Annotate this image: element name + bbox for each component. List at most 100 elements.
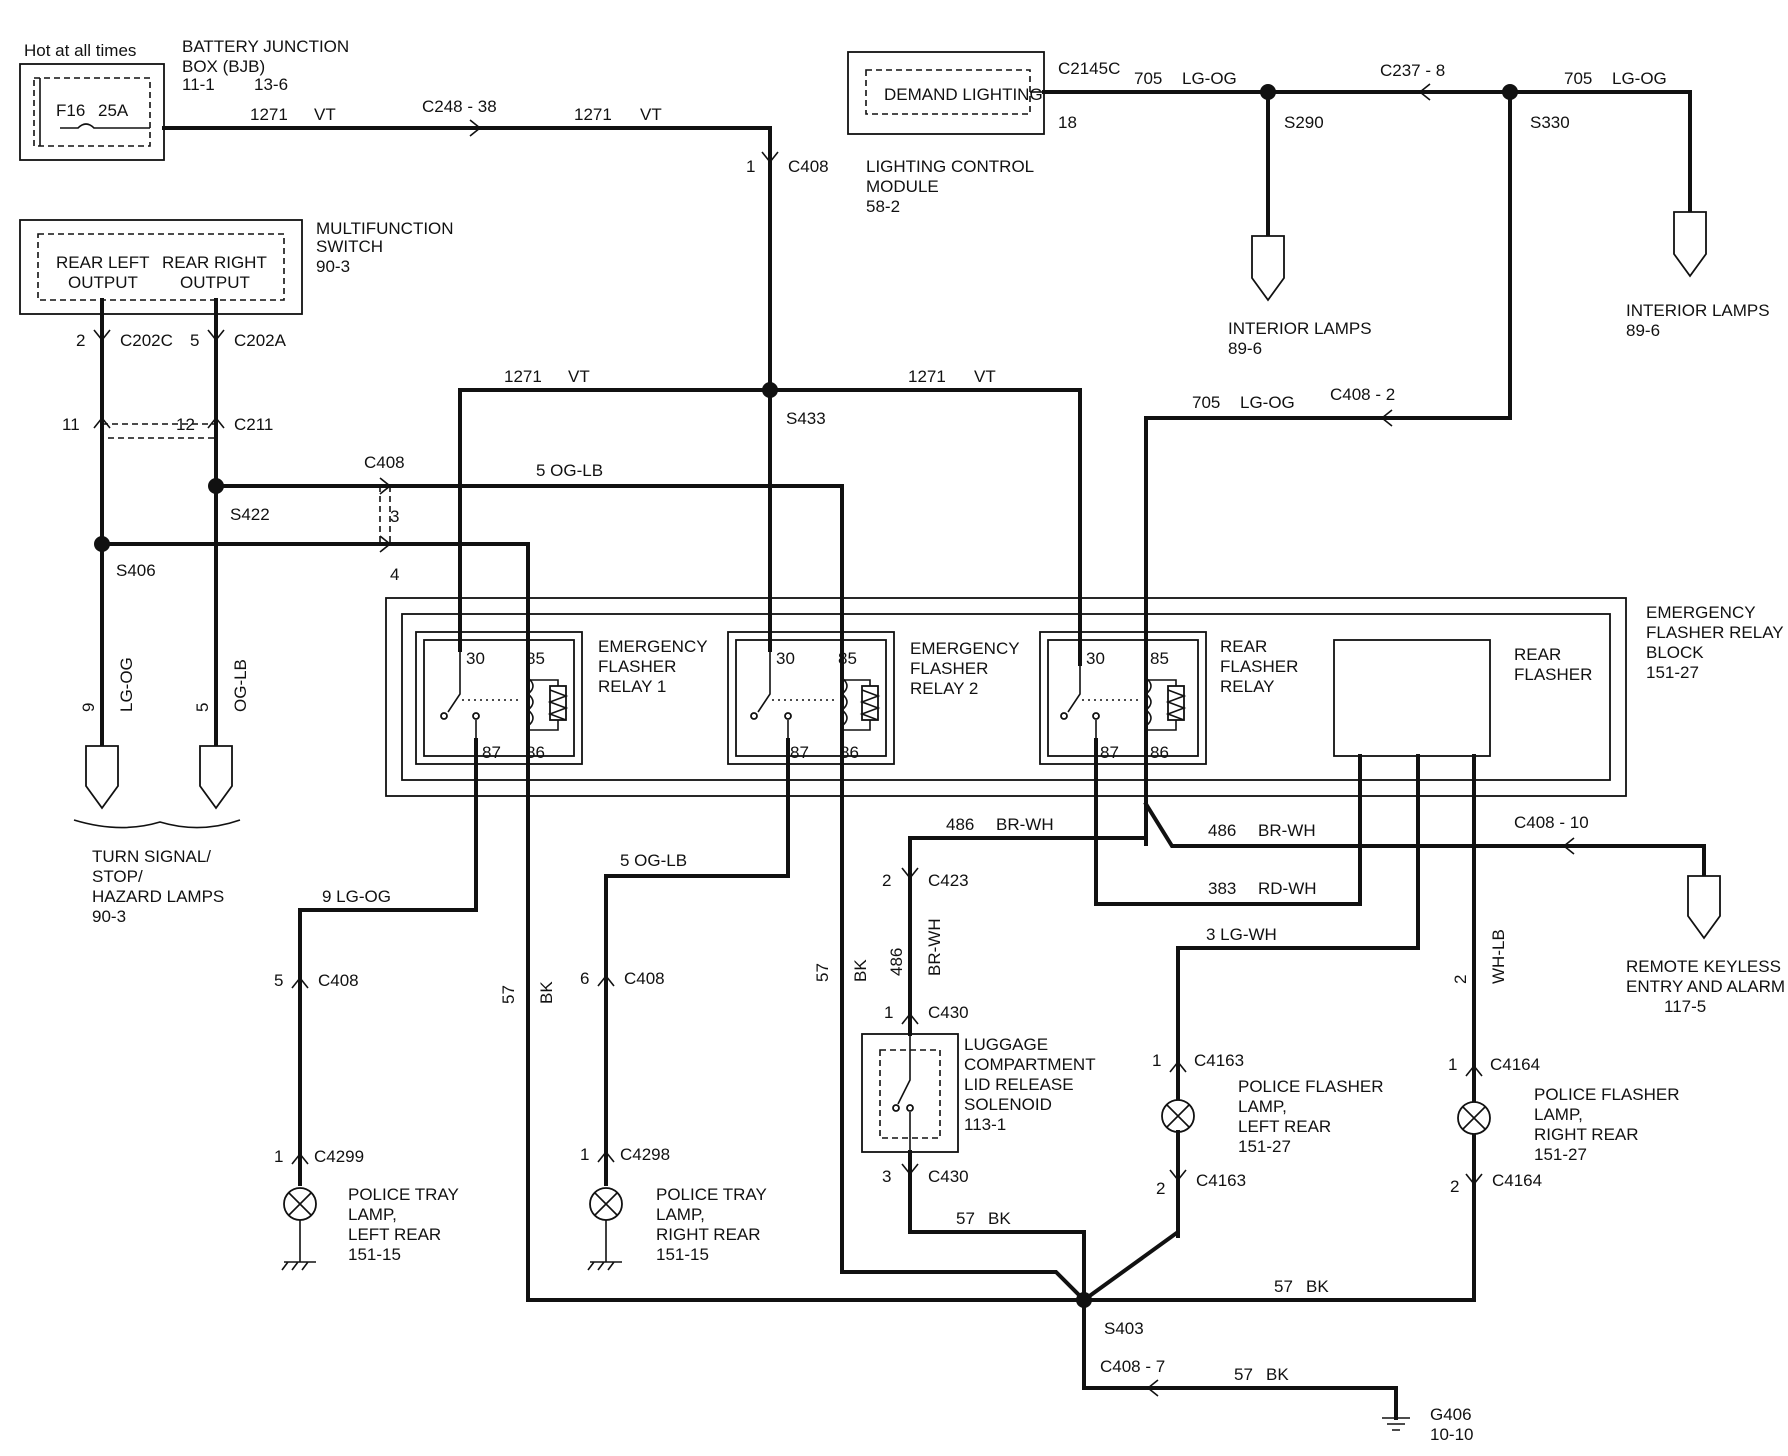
lcm-ref: 58-2: [866, 197, 900, 216]
mfs-rear-left-2: OUTPUT: [68, 273, 138, 292]
wire-5-oglb-relay2: [214, 484, 844, 1274]
splice-s422-label: S422: [230, 505, 270, 524]
flash-right-3: RIGHT REAR: [1534, 1125, 1639, 1144]
c408-pin4: 4: [390, 565, 399, 584]
solenoid-4: SOLENOID: [964, 1095, 1052, 1114]
c423-name: C423: [928, 871, 969, 890]
c4163a-pin: 1: [1152, 1051, 1161, 1070]
solenoid-2: COMPARTMENT: [964, 1055, 1096, 1074]
tray-left-ref: 151-15: [348, 1245, 401, 1264]
c202a-pin: 5: [190, 331, 199, 350]
wire-705-color-a: LG-OG: [1182, 69, 1237, 88]
connector-c248: C248 - 38: [422, 97, 497, 116]
ground-name: G406: [1430, 1405, 1472, 1424]
relay2-p30: 30: [776, 649, 795, 668]
c408-mid-name: C408: [364, 453, 405, 472]
wire-lgog-circuit: LG-OG: [117, 657, 136, 712]
wire-57e-color: BK: [1266, 1365, 1289, 1384]
wire-57d-color: BK: [1306, 1277, 1329, 1296]
c202a-arrow-icon: [207, 329, 225, 342]
rke-connector-icon: [1687, 875, 1721, 940]
turn-lamp-left-icon: [85, 745, 119, 810]
c4164b-pin: 2: [1450, 1177, 1459, 1196]
c408-6-pin: 6: [580, 969, 589, 988]
wire-486-left: [908, 836, 1148, 942]
relay1-p87: 87: [482, 743, 501, 762]
wire-57-solenoid: [908, 1150, 1086, 1302]
wire-705-top: [1042, 90, 1692, 212]
wire-705-label-c: 705: [1192, 393, 1220, 412]
wire-flasher-left-ground: [1081, 1130, 1180, 1303]
tray-right-1: POLICE TRAY: [656, 1185, 767, 1204]
whlb-color: WH-LB: [1489, 929, 1508, 984]
wire-486a-color: BR-WH: [996, 815, 1054, 834]
wire-9-lgog-tray: [298, 738, 478, 1186]
wire-1271-color-d: VT: [974, 367, 996, 386]
lcm-connector: C2145C: [1058, 59, 1120, 78]
wire-oglb-circuit: OG-LB: [231, 659, 250, 712]
rke-ref: 117-5: [1664, 997, 1706, 1016]
wire-383-color: RD-WH: [1258, 879, 1317, 898]
mfs-title-1: MULTIFUNCTION: [316, 219, 454, 238]
wire-1271-label-a: 1271: [250, 105, 288, 124]
turn-lamps-3: HAZARD LAMPS: [92, 887, 224, 906]
c4164a-pin: 1: [1448, 1055, 1457, 1074]
wire-1271-color-a: VT: [314, 105, 336, 124]
c4164a-arrow-icon: [1465, 1064, 1483, 1077]
flash-right-1: POLICE FLASHER: [1534, 1085, 1680, 1104]
relay1-title-3: RELAY 1: [598, 677, 666, 696]
c202a-name: C202A: [234, 331, 287, 350]
relay2-p85: 85: [838, 649, 857, 668]
interior-lamps-1-icon: [1251, 235, 1285, 302]
wire-705-label-b: 705: [1564, 69, 1592, 88]
wire-57-relay2-ground: [840, 1270, 1087, 1303]
relay3-p87: 87: [1100, 743, 1119, 762]
c4298-name: C4298: [620, 1145, 670, 1164]
tray-right-ref: 151-15: [656, 1245, 709, 1264]
relay1-title-1: EMERGENCY: [598, 637, 708, 656]
wire-5-oglb-low: 5 OG-LB: [620, 851, 687, 870]
c423-arrow-icon: [901, 867, 919, 880]
c423-pin: 2: [882, 871, 891, 890]
wire-5-oglb-tray: [604, 738, 790, 1186]
flash-right-ref: 151-27: [1534, 1145, 1587, 1164]
battery-junction-box: Hot at all times BATTERY JUNCTION BOX (B…: [19, 37, 349, 161]
fuse-amps: 25A: [98, 101, 129, 120]
wire-1271-color-b: VT: [640, 105, 662, 124]
wire-705-relay: [1144, 90, 1512, 846]
whlb-pin: 2: [1451, 975, 1470, 984]
splice-s406-label: S406: [116, 561, 156, 580]
relay-block-3: BLOCK: [1646, 643, 1704, 662]
wire-9-lgog-relay1: [100, 542, 530, 1302]
c408-top-pin: 1: [746, 157, 755, 176]
luggage-solenoid: [861, 1033, 959, 1153]
wire-3-lgwh-label: 3 LG-WH: [1206, 925, 1277, 944]
lcm-inner: DEMAND LIGHTING: [884, 85, 1043, 104]
tray-left-1: POLICE TRAY: [348, 1185, 459, 1204]
c211-right-arrow-icon: [207, 416, 225, 429]
wire-1271-label-c: 1271: [504, 367, 542, 386]
wire-486v-color: BR-WH: [925, 918, 944, 976]
bjb-title-1: BATTERY JUNCTION: [182, 37, 349, 56]
c4163a-name: C4163: [1194, 1051, 1244, 1070]
wire-1271-feed: [162, 126, 772, 390]
relay1-title-2: FLASHER: [598, 657, 676, 676]
relay3-p30: 30: [1086, 649, 1105, 668]
wire-57a-circuit: 57: [499, 985, 518, 1004]
turn-lamps-2: STOP/: [92, 867, 143, 886]
wire-383-rdwh: [1094, 738, 1362, 906]
wire-486a-circuit: 486: [946, 815, 974, 834]
multifunction-switch: REAR LEFT OUTPUT REAR RIGHT OUTPUT MULTI…: [19, 219, 454, 315]
turn-lamp-right-icon: [199, 745, 233, 810]
c430b-name: C430: [928, 1167, 969, 1186]
rke-2: ENTRY AND ALARM: [1626, 977, 1785, 996]
mfs-rear-left-1: REAR LEFT: [56, 253, 150, 272]
c408-5-pin: 5: [274, 971, 283, 990]
turn-lamps-ref: 90-3: [92, 907, 126, 926]
c408-pin3: 3: [390, 507, 399, 526]
relay2-title-1: EMERGENCY: [910, 639, 1020, 658]
bjb-ref-a: 11-1: [182, 75, 215, 94]
wire-705-color-c: LG-OG: [1240, 393, 1295, 412]
c4299-arrow-icon: [291, 1152, 309, 1165]
